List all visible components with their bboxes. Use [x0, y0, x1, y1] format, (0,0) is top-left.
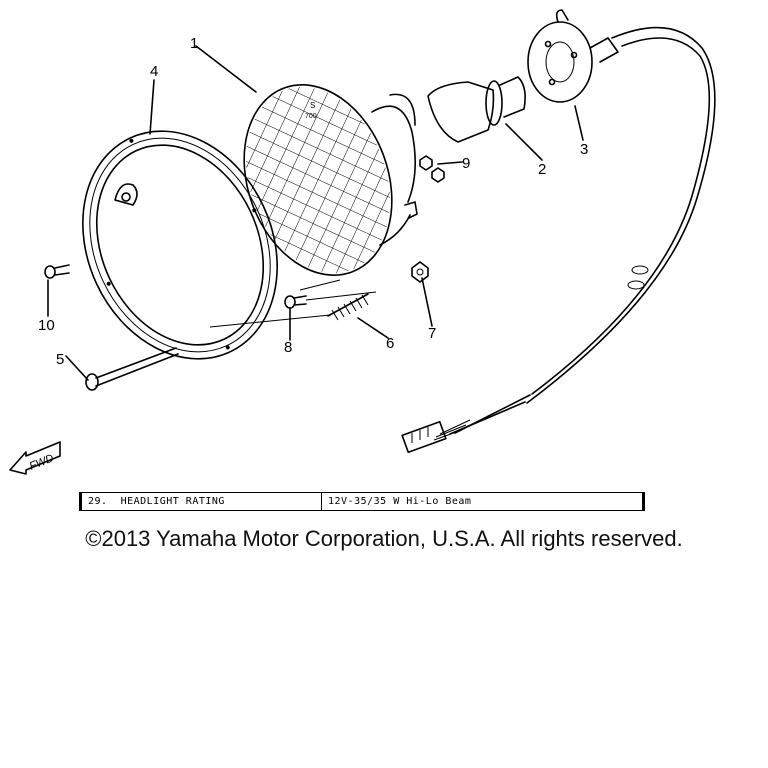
lens-marking-top: S [310, 101, 315, 110]
rim-tab [114, 183, 138, 206]
lens-marking-bottom: 700 [305, 113, 317, 120]
callout-1: 1 [190, 35, 198, 52]
wiring-harness [401, 26, 716, 454]
nut-7 [411, 261, 429, 283]
fwd-label: FWD [28, 452, 56, 473]
nuts-9 [419, 155, 445, 183]
bulb-socket [527, 9, 619, 103]
callout-4: 4 [150, 63, 158, 80]
rating-value: 12V-35/35 W Hi-Lo Beam [328, 496, 472, 507]
sealed-beam-unit: S 700 [230, 70, 418, 290]
copyright-notice: ©2013 Yamaha Motor Corporation, U.S.A. A… [85, 526, 683, 551]
callout-8: 8 [284, 339, 292, 356]
long-screw [85, 347, 179, 391]
bulb [427, 76, 526, 143]
callout-6: 6 [386, 335, 394, 352]
spring-6 [327, 293, 369, 321]
rating-label: 29. HEADLIGHT RATING [82, 493, 322, 510]
headlight-rating-table: 29. HEADLIGHT RATING 12V-35/35 W Hi-Lo B… [79, 492, 645, 511]
callout-3: 3 [580, 141, 588, 158]
callout-10: 10 [38, 317, 55, 334]
callout-7: 7 [428, 325, 436, 342]
short-screw-10 [44, 264, 70, 279]
screw-8 [284, 295, 307, 309]
fwd-direction-arrow: FWD [9, 441, 61, 475]
callout-5: 5 [56, 351, 64, 368]
callout-2: 2 [538, 161, 546, 178]
exploded-headlight-diagram: S 700 [9, 9, 716, 475]
callout-9: 9 [462, 155, 470, 172]
